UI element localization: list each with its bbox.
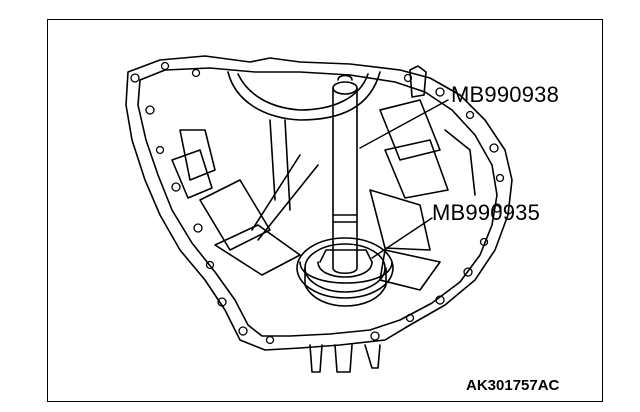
installer-tool-lower — [317, 249, 373, 278]
leader-line-lower — [371, 217, 433, 259]
bell-housing-opening — [227, 71, 381, 121]
internal-ribs-left — [171, 119, 319, 276]
label-tool-lower: MB990935 — [432, 200, 541, 225]
figure-code: AK301757AC — [466, 377, 560, 394]
case-outer-flange — [125, 55, 513, 351]
leader-line-upper — [359, 99, 449, 149]
internal-ribs-right — [369, 65, 476, 291]
case-inner-flange — [137, 67, 498, 337]
case-lower-tab — [309, 344, 323, 373]
bar-tool-upper — [332, 74, 358, 275]
bearing-bore — [296, 237, 394, 307]
flange-bolt-holes — [130, 61, 505, 345]
label-tool-upper: MB990938 — [451, 82, 560, 107]
